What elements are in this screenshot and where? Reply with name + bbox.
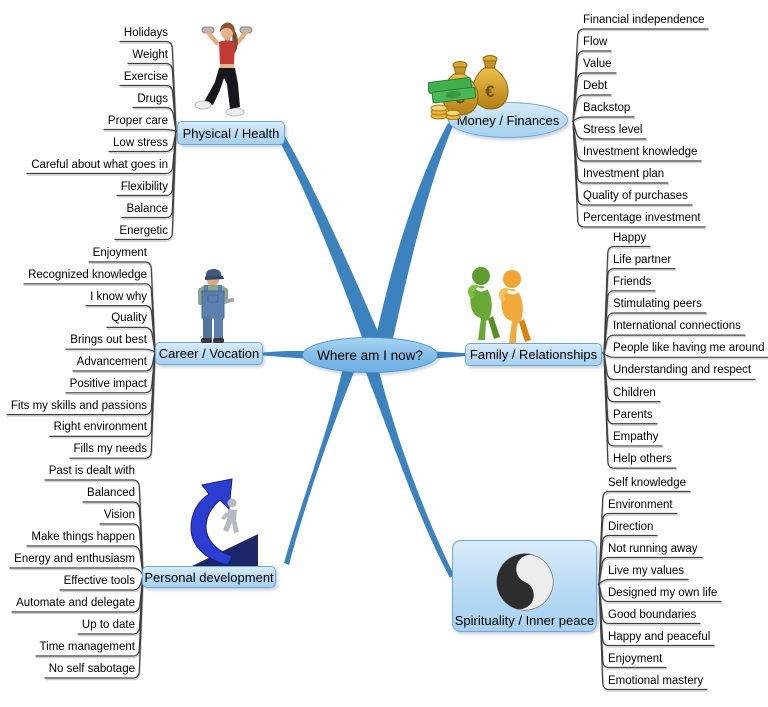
- center-topic[interactable]: Where am I now?: [302, 337, 438, 373]
- branch-node-family-relationships[interactable]: Family / Relationships: [465, 343, 602, 366]
- leaf-label[interactable]: Enjoyment: [92, 247, 147, 259]
- leaf-label[interactable]: Quality of purchases: [583, 190, 688, 202]
- leaf-label[interactable]: Self knowledge: [608, 476, 686, 489]
- branch-node-career-vocation[interactable]: Career / Vocation: [155, 342, 263, 365]
- leaf-label[interactable]: Value: [583, 58, 612, 70]
- leaf-label[interactable]: International connections: [613, 320, 741, 333]
- leaf-label[interactable]: Balanced: [87, 487, 135, 499]
- people-figures-icon: [467, 267, 531, 343]
- branch-node-physical-health[interactable]: Physical / Health: [177, 121, 285, 145]
- leaf-label[interactable]: Empathy: [613, 430, 659, 443]
- branch-label: Personal development: [144, 569, 274, 585]
- leaf-label[interactable]: Happy: [613, 231, 647, 244]
- leaf-label[interactable]: Exercise: [123, 70, 168, 83]
- leaf-label[interactable]: Brings out best: [70, 334, 147, 347]
- branch-node-personal-development[interactable]: Personal development: [142, 566, 276, 588]
- leaf-label[interactable]: Proper care: [107, 114, 168, 127]
- leaf-label[interactable]: Right environment: [53, 421, 147, 434]
- branch-node-money-finances[interactable]: Money / Finances: [448, 102, 568, 138]
- leaf-label[interactable]: Help others: [613, 453, 672, 466]
- leaf-label[interactable]: Up to date: [81, 619, 135, 631]
- leaf-label[interactable]: Direction: [608, 520, 654, 533]
- leaf-label[interactable]: I know why: [90, 290, 147, 303]
- leaf-label[interactable]: Investment knowledge: [583, 146, 698, 158]
- leaf-label[interactable]: Energy and enthusiasm: [14, 553, 135, 565]
- yin-yang-icon: [496, 553, 553, 611]
- leaf-label[interactable]: Automate and delegate: [16, 597, 135, 609]
- leaf-label[interactable]: Recognized knowledge: [28, 268, 147, 281]
- leaf-label[interactable]: Not running away: [608, 542, 698, 555]
- money-bags-icon: € $: [428, 55, 509, 120]
- leaf-label[interactable]: Flexibility: [120, 180, 168, 193]
- leaf-label[interactable]: Enjoyment: [608, 652, 663, 665]
- leaf-label[interactable]: Life partner: [613, 253, 672, 266]
- leaf-label[interactable]: Past is dealt with: [48, 465, 135, 477]
- leaf-label[interactable]: Children: [613, 386, 656, 399]
- leaf-label[interactable]: Stress level: [583, 124, 643, 136]
- svg-text:€: €: [485, 82, 495, 101]
- center-topic-label: Where am I now?: [317, 347, 423, 363]
- leaf-label[interactable]: No self sabotage: [48, 663, 135, 675]
- leaf-label[interactable]: Positive impact: [69, 377, 147, 390]
- leaf-label[interactable]: Quality: [111, 312, 147, 325]
- leaf-label[interactable]: Stimulating peers: [613, 297, 702, 310]
- leaf-label[interactable]: Holidays: [123, 26, 168, 39]
- branch-label: Career / Vocation: [158, 346, 260, 361]
- leaf-label[interactable]: Friends: [613, 275, 652, 288]
- worker-icon: [198, 268, 235, 343]
- leaf-label[interactable]: Energetic: [119, 224, 168, 237]
- branch-label: Money / Finances: [456, 112, 560, 128]
- leaf-label[interactable]: Good boundaries: [608, 608, 697, 621]
- leaf-label[interactable]: Careful about what goes in: [31, 158, 168, 171]
- leaf-label[interactable]: Parents: [613, 408, 653, 421]
- leaf-label[interactable]: Fills my needs: [73, 443, 148, 456]
- branch-node-spirituality-inner-peace[interactable]: Spirituality / Inner peace: [452, 540, 597, 632]
- leaf-label[interactable]: Weight: [132, 48, 168, 61]
- woman-exercising-icon: [194, 22, 253, 117]
- leaf-label[interactable]: Effective tools: [63, 575, 135, 587]
- leaf-label[interactable]: Low stress: [113, 136, 168, 149]
- leaf-label[interactable]: Financial independence: [583, 14, 705, 26]
- leaf-label[interactable]: Understanding and respect: [613, 364, 752, 377]
- leaf-label[interactable]: Vision: [103, 509, 135, 521]
- leaf-label[interactable]: Percentage investment: [583, 212, 701, 224]
- branch-label: Family / Relationships: [469, 347, 598, 362]
- leaf-label[interactable]: People like having me around: [613, 342, 765, 355]
- leaf-label[interactable]: Drugs: [137, 92, 168, 105]
- growth-arrow-icon: [190, 478, 258, 566]
- leaf-label[interactable]: Flow: [583, 36, 608, 48]
- leaf-label[interactable]: Debt: [583, 80, 608, 92]
- leaf-label[interactable]: Make things happen: [31, 531, 135, 543]
- leaf-label[interactable]: Emotional mastery: [608, 674, 704, 687]
- leaf-label[interactable]: Happy and peaceful: [608, 630, 711, 643]
- leaf-label[interactable]: Live my values: [608, 564, 685, 577]
- branch-label: Spirituality / Inner peace: [454, 613, 595, 628]
- leaf-label[interactable]: Investment plan: [583, 168, 665, 180]
- leaf-label[interactable]: Advancement: [76, 356, 147, 368]
- leaf-label[interactable]: Designed my own life: [608, 586, 718, 599]
- leaf-label[interactable]: Balance: [126, 202, 168, 215]
- branch-label: Physical / Health: [182, 125, 280, 141]
- leaf-label[interactable]: Time management: [39, 641, 135, 653]
- leaf-label[interactable]: Fits my skills and passions: [10, 399, 147, 412]
- leaf-label[interactable]: Environment: [608, 498, 673, 511]
- leaf-label[interactable]: Backstop: [583, 102, 631, 114]
